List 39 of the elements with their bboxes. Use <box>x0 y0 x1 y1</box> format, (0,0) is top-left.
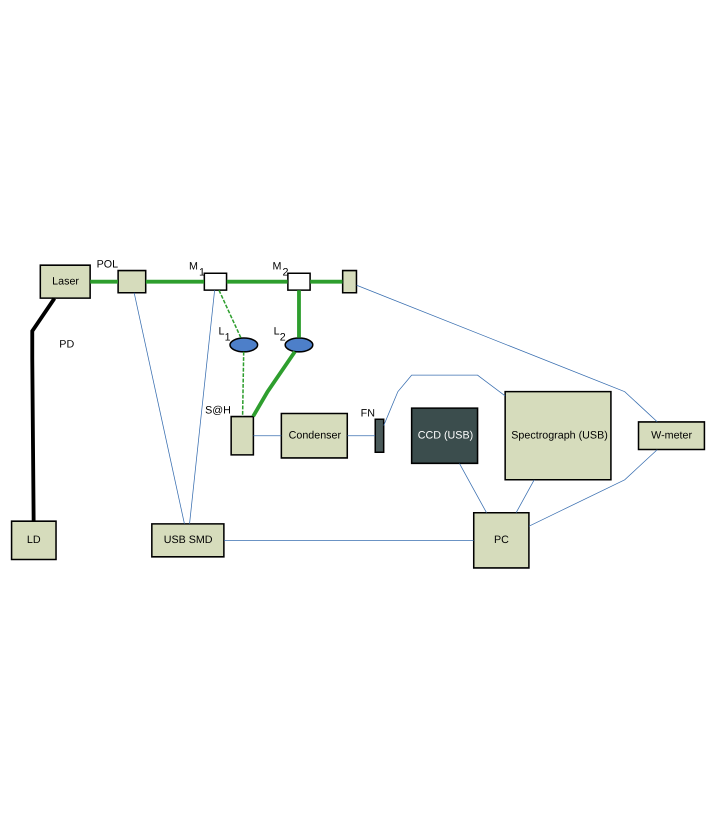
node-box: LD <box>10 520 57 560</box>
connector <box>146 279 204 284</box>
node-box: CCD (USB) <box>410 406 478 464</box>
connector <box>459 462 487 513</box>
connector <box>253 434 282 436</box>
connector <box>297 290 301 338</box>
connector <box>347 434 376 436</box>
connector <box>242 351 244 416</box>
connector <box>516 479 535 513</box>
node-box <box>230 415 254 456</box>
node-box <box>374 418 384 452</box>
label: PD <box>59 338 74 350</box>
node-ellipse <box>284 336 314 352</box>
node-box: W-meter <box>638 420 706 450</box>
connector <box>90 279 118 284</box>
connector <box>356 284 658 422</box>
connector <box>383 374 506 426</box>
connector <box>226 279 288 284</box>
node-ellipse <box>229 336 258 352</box>
connector <box>30 296 56 520</box>
connector <box>528 448 658 526</box>
node-label: S@H <box>205 404 231 416</box>
node-box: Condenser <box>280 412 348 458</box>
node-box: Laser <box>40 264 91 298</box>
node-box <box>287 272 311 290</box>
node-box <box>117 269 146 294</box>
connector <box>189 289 215 524</box>
connector <box>218 289 242 338</box>
node-box <box>204 272 228 290</box>
node-label: POL <box>96 258 118 270</box>
connector <box>134 292 185 524</box>
node-box: USB SMD <box>151 522 225 558</box>
node-box: Spectrograph (USB) <box>504 390 612 480</box>
node-label: FN <box>360 406 375 419</box>
connector <box>310 279 343 284</box>
connector <box>224 539 474 540</box>
connector <box>251 350 296 417</box>
node-box <box>342 269 358 294</box>
node-box: PC <box>472 511 530 568</box>
